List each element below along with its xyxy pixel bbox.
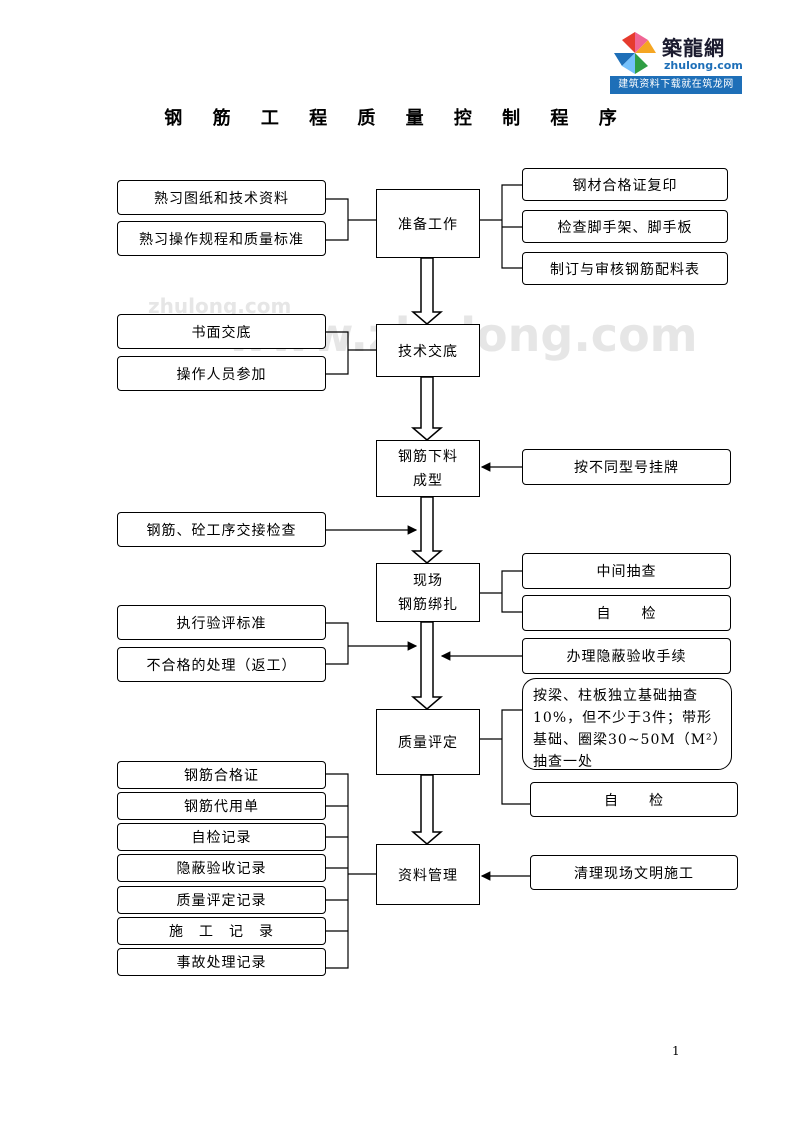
input-self-check-2: 自 检 — [530, 782, 738, 817]
main-arrow-2 — [410, 376, 444, 441]
bracket-prepare-right — [480, 184, 522, 269]
bracket-prepare-left — [326, 198, 376, 241]
step-records: 资料管理 — [376, 844, 480, 905]
step-binding-line1: 现场 — [413, 572, 443, 589]
record-item: 自检记录 — [117, 823, 326, 851]
main-arrow-3 — [410, 496, 444, 564]
step-briefing: 技术交底 — [376, 324, 480, 377]
bracket-briefing-left — [326, 331, 376, 375]
zhulong-logo: 築龍網 zhulong.com 建筑资料下载就在筑龙网 — [610, 28, 743, 94]
input-study-rules: 熟习操作规程和质量标准 — [117, 221, 326, 256]
input-standard: 执行验评标准 — [117, 605, 326, 640]
main-arrow-4 — [410, 621, 444, 710]
input-rework: 不合格的处理（返工） — [117, 647, 326, 682]
step-cutting: 钢筋下料 成型 — [376, 440, 480, 497]
input-schedule-review: 制订与审核钢筋配料表 — [522, 252, 728, 285]
input-concealed-acceptance: 办理隐蔽验收手续 — [522, 638, 731, 674]
record-item: 钢筋代用单 — [117, 792, 326, 820]
logo-name: 築龍網 — [662, 36, 725, 60]
input-self-check-1: 自 检 — [522, 595, 731, 631]
step-prepare: 准备工作 — [376, 189, 480, 258]
main-arrow-1 — [410, 257, 444, 325]
input-scaffold-check: 检查脚手架、脚手板 — [522, 210, 728, 243]
page-title: 钢 筋 工 程 质 量 控 制 程 序 — [164, 108, 629, 129]
input-certificate-copy: 钢材合格证复印 — [522, 168, 728, 201]
step-assessment: 质量评定 — [376, 709, 480, 775]
input-tag: 按不同型号挂牌 — [522, 449, 731, 485]
record-item: 施 工 记 录 — [117, 917, 326, 945]
record-item: 事故处理记录 — [117, 948, 326, 976]
input-study-drawings: 熟习图纸和技术资料 — [117, 180, 326, 215]
step-cutting-line1: 钢筋下料 — [398, 448, 458, 465]
bracket-assessment-right — [480, 709, 530, 805]
bracket-standard-left — [326, 622, 349, 665]
bracket-records-left — [326, 773, 376, 969]
input-staff-attend: 操作人员参加 — [117, 356, 326, 391]
step-binding: 现场 钢筋绑扎 — [376, 563, 480, 622]
input-handover-check: 钢筋、砼工序交接检查 — [117, 512, 326, 547]
record-item: 钢筋合格证 — [117, 761, 326, 789]
record-item: 质量评定记录 — [117, 886, 326, 914]
logo-slogan: 建筑资料下载就在筑龙网 — [610, 76, 742, 94]
input-site-cleanup: 清理现场文明施工 — [530, 855, 738, 890]
step-binding-line2: 钢筋绑扎 — [398, 596, 458, 613]
pinwheel-icon — [614, 32, 656, 74]
step-cutting-line2: 成型 — [413, 472, 443, 489]
page-number: 1 — [672, 1044, 680, 1058]
input-written-briefing: 书面交底 — [117, 314, 326, 349]
note-sampling-rule: 按梁、柱板独立基础抽查10%，但不少于3件；带形基础、圈梁30~50M（M²）抽… — [522, 678, 732, 770]
bracket-binding-right — [480, 570, 522, 613]
input-midway-check: 中间抽查 — [522, 553, 731, 589]
main-arrow-5 — [410, 774, 444, 845]
logo-domain: zhulong.com — [664, 59, 743, 72]
record-item: 隐蔽验收记录 — [117, 854, 326, 882]
